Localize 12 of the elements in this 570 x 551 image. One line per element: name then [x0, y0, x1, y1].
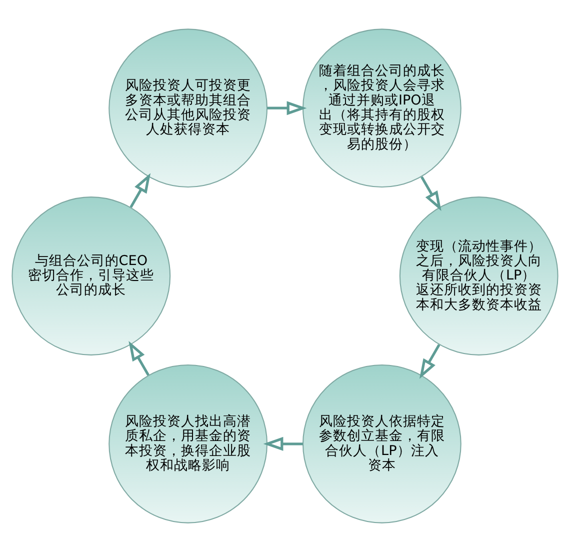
arrow	[130, 172, 151, 208]
node-circle: 风险投资人可投资更多资本或帮助其组合公司从其他风险投资人处获得资本	[108, 28, 268, 188]
node-circle: 风险投资人找出高潜质私企，用基金的资本投资，换得企业股权和战略影响	[108, 364, 268, 523]
arrow	[419, 344, 440, 378]
node-circle: 变现（流动性事件）之后，风险投资人向有限合伙人（LP）返还所收到的投资资本和大多数资本收益	[399, 196, 558, 355]
arrow	[267, 100, 307, 115]
node-circle: 与组合公司的CEO密切合作，引导这些公司的成长	[12, 196, 171, 355]
arrow	[420, 176, 442, 211]
arrow	[263, 436, 303, 450]
arrow	[128, 340, 150, 376]
node-circle: 风险投资人依据特定参数创立基金，有限合伙人（LP）注入资本	[302, 364, 462, 523]
node-circle: 随着组合公司的成长，风险投资人会寻求通过并购或IPO退出（将其持有的股权变现或转换成公开交易的股份）	[302, 28, 462, 188]
